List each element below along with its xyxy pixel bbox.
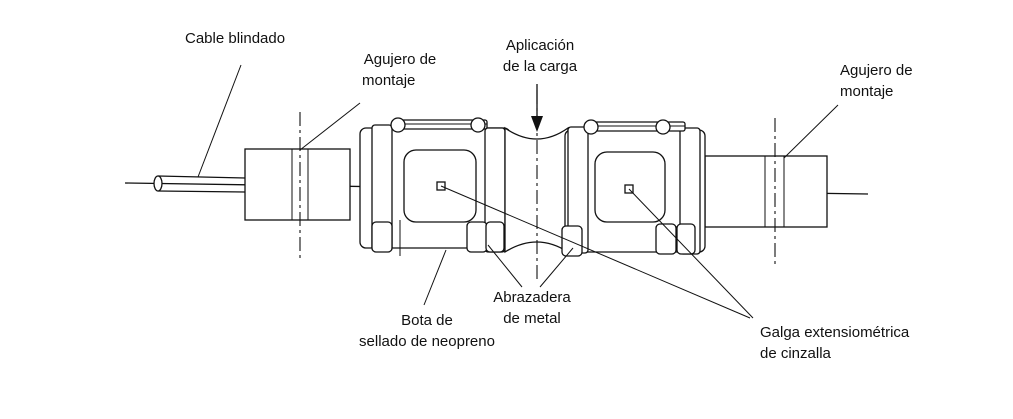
label-boot: Bota de sellado de neopreno [342,310,512,352]
label-cable: Cable blindado [185,30,286,47]
label-load: Aplicación de la carga [490,35,590,77]
label-gauge: Galga extensiométrica de cinzalla [760,322,909,364]
label-mount-left-line1: Agujero de [363,51,437,68]
label-load-line2: de la carga [502,58,578,75]
label-mount-left: Agujero de montaje [350,49,450,91]
left-mounting-block [244,112,351,262]
label-mount-right: Agujero de montaje [840,60,913,102]
leader-lines [197,64,839,319]
label-load-line1: Aplicación [505,37,575,54]
shielded-cable [153,175,246,193]
label-clamp: Abrazadera de metal [482,287,582,329]
right-sensor-body [561,119,706,257]
label-gauge-line2: de cinzalla [760,345,831,362]
label-mount-right-line2: montaje [840,83,894,100]
load-arrow [531,84,543,132]
right-mounting-block [704,118,828,268]
label-mount-left-line2: montaje [362,72,416,89]
left-sensor-body [359,117,511,256]
label-boot-line1: Bota de [401,312,453,329]
label-mount-right-line1: Agujero de [840,62,913,79]
label-boot-line2: sellado de neopreno [359,333,495,350]
label-gauge-line1: Galga extensiométrica [760,324,910,341]
label-clamp-line1: Abrazadera [493,289,571,306]
label-clamp-line2: de metal [503,310,561,327]
